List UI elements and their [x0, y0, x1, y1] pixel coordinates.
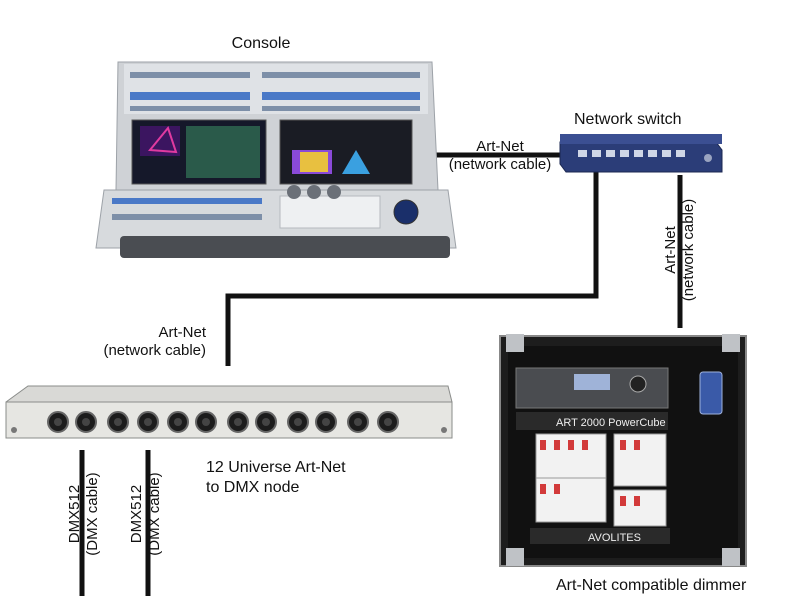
xlr-port-9-pin — [294, 418, 302, 426]
cable-label-dmx-2-line2: (DMX cable) — [146, 472, 163, 556]
xlr-port-10-pin — [322, 418, 330, 426]
artnet-node-label: 12 Universe Art-Net to DMX node — [206, 458, 346, 498]
cable-label-dmx-2-line1: DMX512 — [128, 484, 145, 544]
xlr-port-12-pin — [384, 418, 392, 426]
cable-label-dmx-1-line1: DMX512 — [66, 484, 83, 544]
xlr-port-4-pin — [144, 418, 152, 426]
xlr-port-6-pin — [202, 418, 210, 426]
xlr-port-7-pin — [234, 418, 242, 426]
network-switch-device — [559, 134, 723, 173]
cable-label-switch-dimmer: Art-Net (network cable) — [662, 188, 698, 312]
xlr-port-11-pin — [354, 418, 362, 426]
cable-label-switch-node-line2: (network cable) — [103, 342, 206, 359]
artnet-node-label-line1: 12 Universe Art-Net — [206, 459, 346, 476]
dimmer-display — [574, 374, 610, 390]
dimmer-label: Art-Net compatible dimmer — [556, 577, 747, 594]
cable-switch-node — [225, 172, 599, 366]
console-device — [95, 61, 457, 258]
xlr-port-5-pin — [174, 418, 182, 426]
dimmer-latch — [699, 371, 723, 415]
xlr-port-3-pin — [114, 418, 122, 426]
cable-label-console-switch-line2: (network cable) — [448, 156, 552, 173]
console-trackball — [393, 199, 419, 225]
cable-label-switch-node: Art-Net (network cable) — [88, 324, 206, 360]
xlr-port-2-pin — [82, 418, 90, 426]
dimmer-device: ART 2000 PowerCube AVOLITES — [499, 334, 747, 567]
console-faders-bottom — [112, 198, 262, 220]
console-label: Console — [231, 35, 291, 52]
switch-ports — [578, 150, 685, 157]
cable-label-console-switch-line1: Art-Net — [476, 138, 524, 155]
cable-label-switch-node-line1: Art-Net — [158, 324, 206, 341]
network-switch-label: Network switch — [574, 111, 682, 128]
cable-label-switch-dimmer-line1: Art-Net — [662, 226, 679, 274]
cable-label-dmx-1-line2: (DMX cable) — [84, 472, 101, 556]
cables — [79, 152, 683, 596]
console-faders-top — [130, 72, 420, 111]
cable-label-switch-dimmer-line2: (network cable) — [680, 198, 697, 302]
xlr-port-8-pin — [262, 418, 270, 426]
artnet-node-label-line2: to DMX node — [206, 479, 300, 496]
node-dmx-ports — [47, 411, 399, 433]
artnet-node-device — [5, 385, 453, 439]
cable-label-dmx-1: DMX512 (DMX cable) — [66, 462, 102, 566]
xlr-port-1-pin — [54, 418, 62, 426]
dimmer-model-label: ART 2000 PowerCube — [556, 417, 666, 429]
dimmer-brand-label: AVOLITES — [588, 532, 641, 544]
cable-label-console-switch: Art-Net (network cable) — [440, 138, 560, 174]
cable-label-dmx-2: DMX512 (DMX cable) — [128, 462, 164, 566]
